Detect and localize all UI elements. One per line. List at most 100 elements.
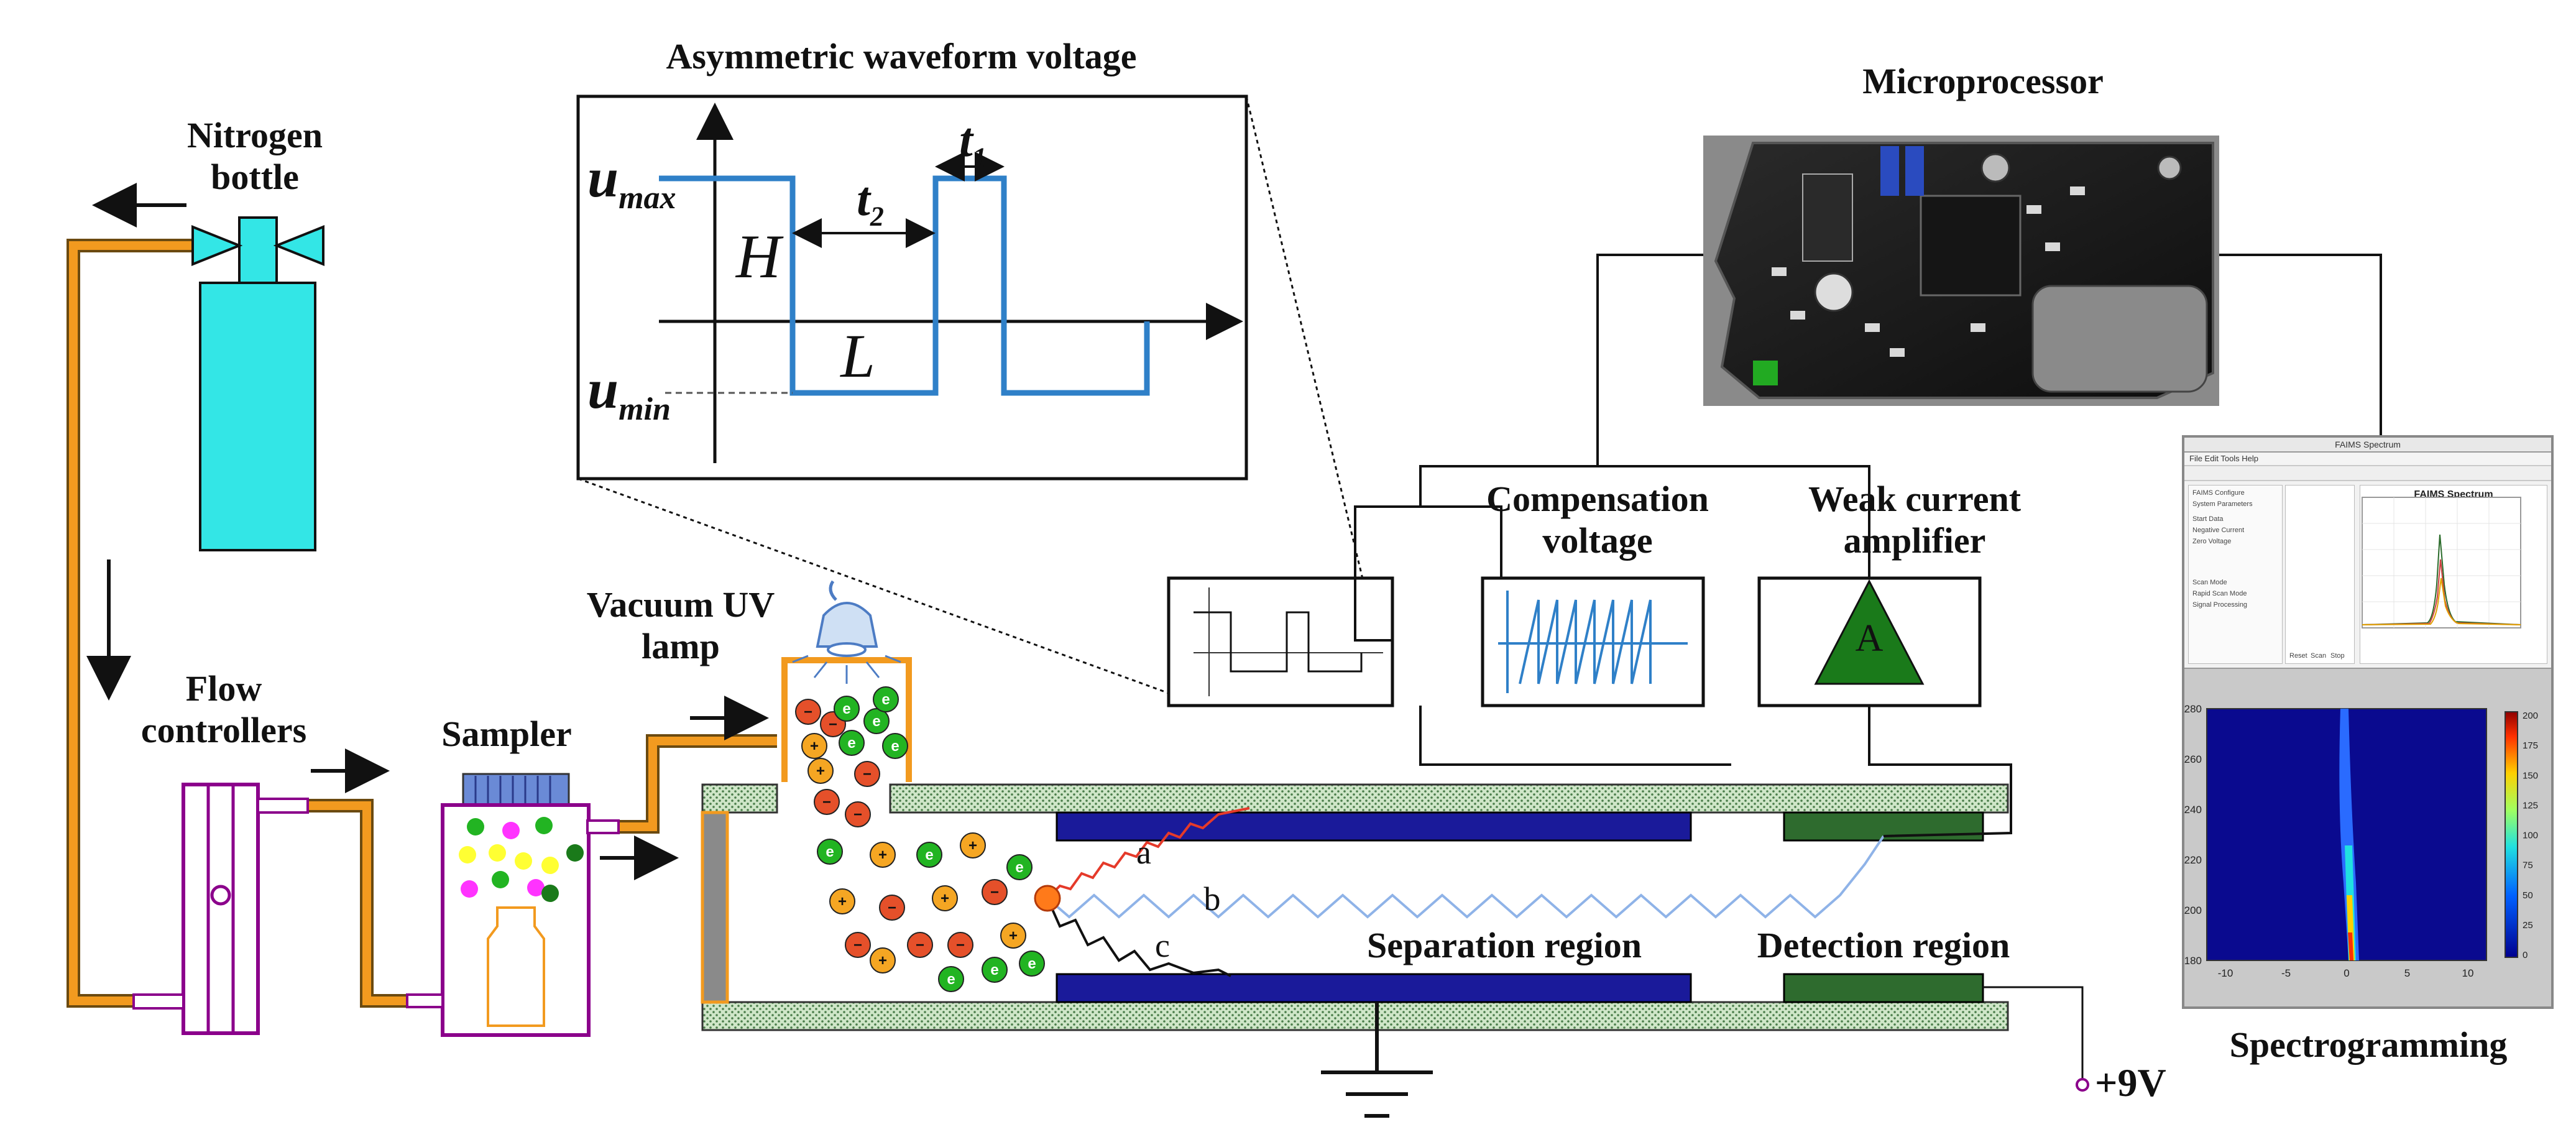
separation-electrode-bottom bbox=[1056, 973, 1692, 1003]
neutral-ion bbox=[982, 957, 1008, 983]
ion-charge-glyph: + bbox=[838, 893, 847, 910]
microprocessor-label: Microprocessor bbox=[1862, 61, 2104, 101]
software-screenshot: FAIMS Spectrum File Edit Tools Help FAIM… bbox=[2182, 435, 2554, 1009]
positive-ion bbox=[960, 832, 986, 859]
neutral-ion bbox=[1019, 951, 1045, 977]
neutral-ion bbox=[817, 839, 843, 865]
side-item: Negative Current bbox=[2192, 527, 2245, 534]
window-title: FAIMS Spectrum bbox=[2184, 438, 2551, 453]
drift-tube bbox=[701, 783, 2009, 1031]
negative-ion bbox=[947, 932, 973, 958]
side-item: Scan Mode bbox=[2192, 579, 2227, 586]
waveform-generator-box bbox=[1167, 576, 1394, 707]
positive-ion bbox=[870, 947, 896, 974]
neutral-ion bbox=[873, 686, 899, 712]
ion-charge-glyph: + bbox=[878, 952, 887, 969]
ion-charge-glyph: + bbox=[810, 738, 819, 755]
flow-controllers-label: Flow controllers bbox=[140, 668, 307, 750]
waveform-title: Asymmetric waveform voltage bbox=[666, 36, 1137, 76]
ion-charge-glyph: − bbox=[804, 704, 812, 720]
button-stop[interactable]: Stop bbox=[2330, 652, 2345, 660]
window-body: FAIMS Configure System Parameters Start … bbox=[2184, 481, 2551, 669]
ion-charge-glyph: + bbox=[941, 890, 949, 907]
ion-charge-glyph: + bbox=[816, 763, 825, 780]
L-label: L bbox=[840, 321, 875, 390]
side-item: Zero Voltage bbox=[2192, 538, 2232, 545]
plus-9v-lead bbox=[1983, 986, 2089, 1092]
side-item: Rapid Scan Mode bbox=[2192, 590, 2247, 597]
selected-ion bbox=[1034, 885, 1061, 912]
vacuum-uv-lamp bbox=[781, 580, 912, 782]
amplifier-symbol: A bbox=[1855, 617, 1884, 660]
button-reset[interactable]: Reset bbox=[2289, 652, 2307, 660]
neutral-ion bbox=[882, 733, 908, 759]
negative-ion bbox=[854, 761, 880, 787]
detection-electrode-bottom bbox=[1783, 973, 1984, 1003]
flow-controllers bbox=[132, 783, 309, 1035]
ion-charge-glyph: − bbox=[888, 900, 896, 916]
plot-panel: FAIMS Spectrum bbox=[2360, 485, 2547, 664]
waveform-zoom bbox=[576, 94, 1248, 481]
t1-label: t1 bbox=[959, 113, 987, 173]
sampler bbox=[406, 773, 620, 1037]
menu-bar: File Edit Tools Help bbox=[2184, 453, 2551, 465]
trajectory-c bbox=[1046, 898, 1231, 977]
side-item: Signal Processing bbox=[2192, 601, 2248, 609]
neutral-ion bbox=[839, 730, 865, 756]
gas-line bbox=[67, 239, 777, 1008]
negative-ion bbox=[982, 879, 1008, 905]
t2-label: t2 bbox=[857, 172, 884, 232]
ion-charge-glyph: e bbox=[990, 962, 998, 978]
positive-ion bbox=[807, 758, 834, 784]
side-item: System Parameters bbox=[2192, 500, 2253, 508]
ion-charge-glyph: e bbox=[1015, 859, 1023, 876]
ion-charge-glyph: − bbox=[853, 937, 862, 954]
positive-ion bbox=[829, 888, 855, 914]
trajectory-a-label: a bbox=[1136, 834, 1151, 871]
positive-ion bbox=[870, 842, 896, 868]
neutral-ion bbox=[1006, 854, 1033, 880]
toolbar bbox=[2184, 466, 2551, 480]
ion-charge-glyph: e bbox=[826, 844, 834, 860]
compensation-voltage-box bbox=[1481, 576, 1705, 707]
negative-ion bbox=[907, 932, 933, 958]
side-item: FAIMS Configure bbox=[2192, 489, 2245, 497]
sampler-label: Sampler bbox=[441, 714, 572, 754]
ion-charge-glyph: e bbox=[1028, 955, 1036, 972]
ion-charge-glyph: e bbox=[872, 713, 880, 730]
positive-ion bbox=[932, 885, 958, 911]
ion-charge-glyph: − bbox=[853, 806, 862, 823]
compensation-voltage-label: Compensation voltage bbox=[1486, 479, 1709, 561]
trajectory-a bbox=[1046, 807, 1250, 900]
ion-charge-glyph: e bbox=[891, 738, 899, 755]
button-scan[interactable]: Scan bbox=[2311, 652, 2327, 660]
trajectory-b-label: b bbox=[1203, 880, 1221, 918]
trajectory-b bbox=[1046, 835, 1885, 919]
vacuum-uv-lamp-label: Vacuum UV lamp bbox=[586, 584, 775, 666]
detection-region-label: Detection region bbox=[1757, 925, 2010, 965]
ion-charge-glyph: − bbox=[822, 794, 831, 811]
list-panel: Reset Scan Stop bbox=[2285, 485, 2355, 664]
ion-charge-glyph: − bbox=[956, 937, 965, 954]
negative-ion bbox=[814, 789, 840, 815]
positive-ion bbox=[801, 733, 827, 759]
neutral-ion bbox=[863, 708, 890, 734]
negative-ion bbox=[845, 801, 871, 827]
u-max-label: umax bbox=[587, 147, 676, 216]
zoom-connector-left bbox=[577, 477, 1169, 694]
plot-title: FAIMS Spectrum bbox=[2414, 489, 2493, 500]
negative-ion bbox=[795, 699, 821, 725]
ion-charge-glyph: + bbox=[1009, 928, 1018, 944]
ground-symbol bbox=[1321, 1002, 1433, 1118]
separation-electrode-top bbox=[1056, 811, 1692, 842]
negative-ion bbox=[845, 932, 871, 958]
ion-charge-glyph: − bbox=[829, 716, 837, 733]
weak-current-amplifier-label: Weak current amplifier bbox=[1808, 479, 2022, 561]
H-label: H bbox=[735, 222, 781, 291]
ion-charge-glyph: − bbox=[990, 884, 999, 901]
ion-charge-glyph: e bbox=[842, 701, 850, 717]
ion-charge-glyph: e bbox=[947, 971, 955, 988]
ion-charge-glyph: e bbox=[881, 691, 890, 708]
